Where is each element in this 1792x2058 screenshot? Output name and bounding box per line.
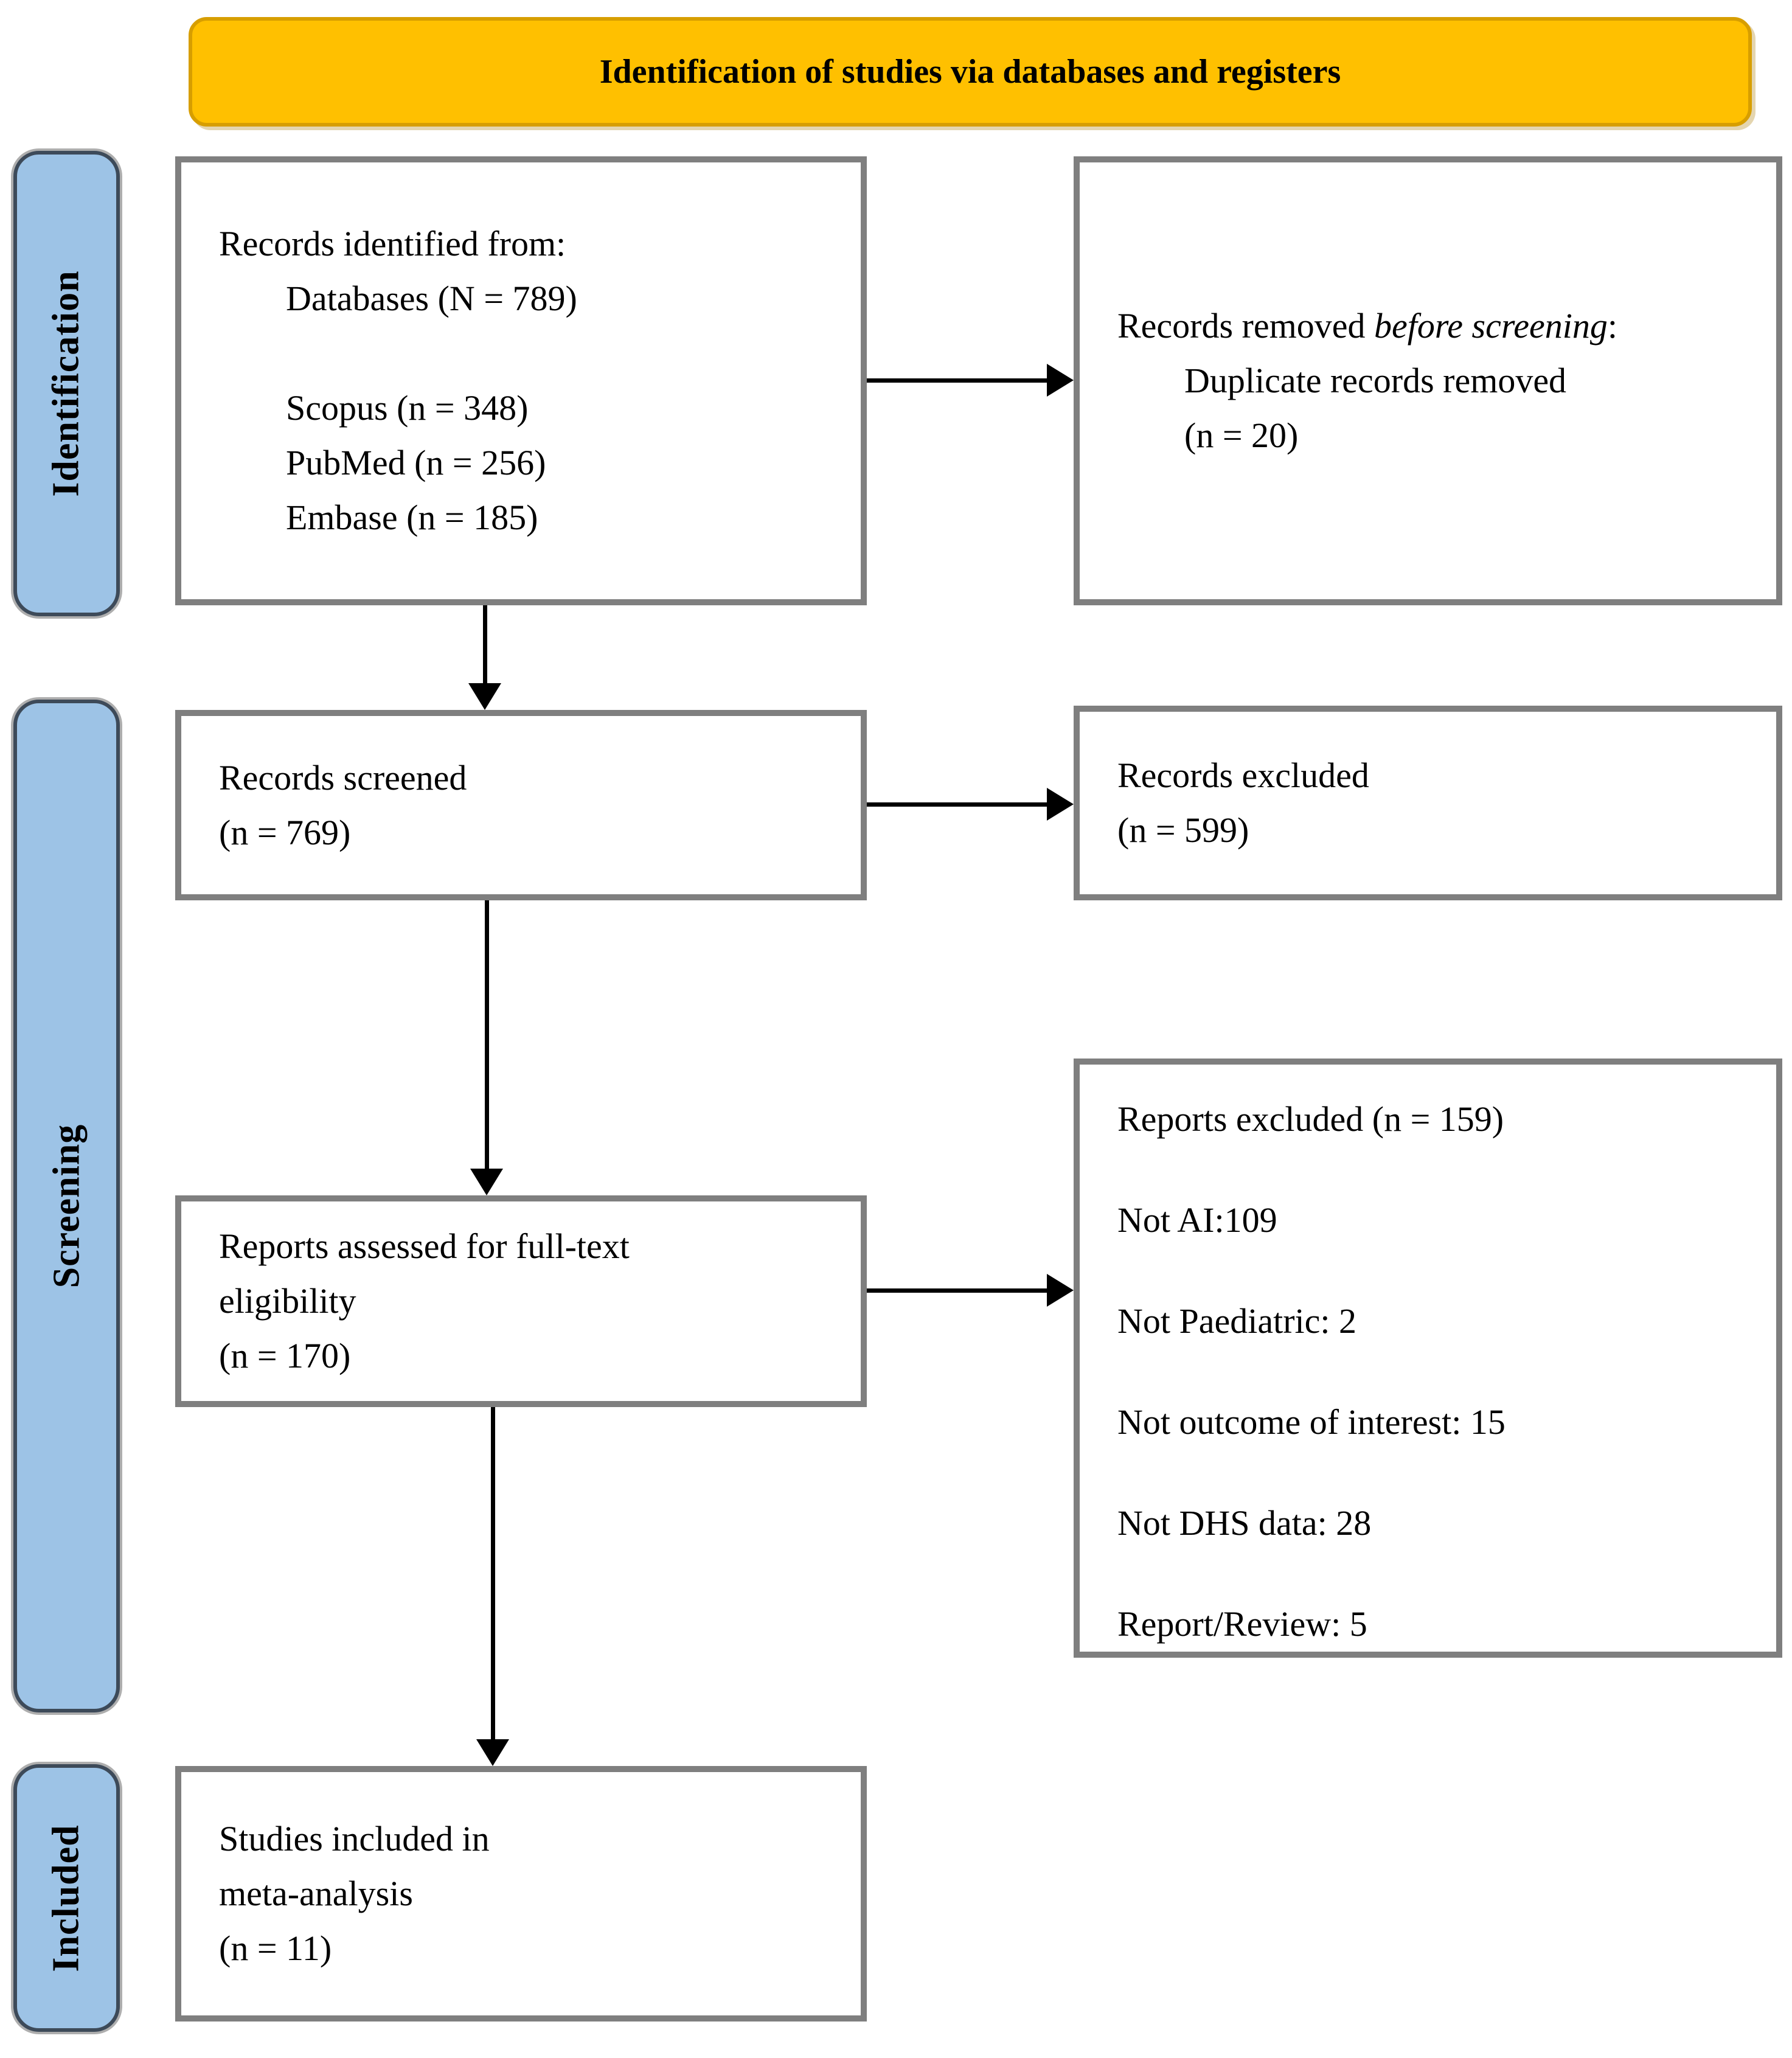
arrow-screened-to-assessed-head <box>470 1169 503 1195</box>
records-removed-line1: Records removed before screening: <box>1117 299 1764 353</box>
arrow-screened-to-excluded-head <box>1047 788 1074 821</box>
reports-excluded-title: Reports excluded (n = 159) <box>1117 1099 1504 1139</box>
arrow-identified-to-screened-head <box>468 683 501 710</box>
arrow-assessed-to-included-shaft <box>491 1407 495 1740</box>
records-removed-line1-italic: before screening <box>1374 306 1608 346</box>
reports-assessed-box: Reports assessed for full-text eligibili… <box>175 1195 867 1407</box>
arrow-assessed-to-included-head <box>476 1739 509 1766</box>
records-excluded-line1: Records excluded <box>1117 756 1369 795</box>
phase-label-screening: Screening <box>46 1124 87 1288</box>
records-identified-line5: Embase (n = 185) <box>286 498 538 537</box>
arrow-screened-to-excluded-shaft <box>867 802 1047 807</box>
spacer-line <box>219 326 849 381</box>
records-removed-box: Records removed before screening: Duplic… <box>1074 156 1782 605</box>
records-identified-line4: PubMed (n = 256) <box>286 443 546 482</box>
records-screened-line2: (n = 769) <box>219 812 351 852</box>
reports-excluded-box: Reports excluded (n = 159) Not AI:109 No… <box>1074 1059 1782 1658</box>
records-removed-line3: (n = 20) <box>1184 415 1299 455</box>
studies-included-box: Studies included in meta-analysis (n = 1… <box>175 1766 867 2021</box>
records-removed-line2: Duplicate records removed <box>1184 361 1567 400</box>
phase-label-identification: Identification <box>46 270 88 497</box>
arrow-assessed-to-excluded-head <box>1047 1274 1074 1307</box>
studies-included-line2: meta-analysis <box>219 1874 413 1913</box>
studies-included-line3: (n = 11) <box>219 1928 332 1968</box>
reports-assessed-line1: Reports assessed for full-text <box>219 1226 630 1266</box>
phase-label-included: Included <box>46 1824 88 1972</box>
records-removed-line1-colon: : <box>1607 306 1617 346</box>
records-screened-box: Records screened (n = 769) <box>175 710 867 900</box>
records-identified-line2: Databases (N = 789) <box>286 279 577 318</box>
records-excluded-box: Records excluded (n = 599) <box>1074 706 1782 900</box>
reports-excluded-item: Not AI:109 <box>1117 1200 1277 1240</box>
arrow-screened-to-assessed-shaft <box>485 900 489 1170</box>
reports-assessed-line3: (n = 170) <box>219 1336 351 1375</box>
phase-band-screening: Screening <box>13 700 120 1712</box>
arrow-identified-to-removed-head <box>1047 364 1074 397</box>
records-excluded-line2: (n = 599) <box>1117 810 1249 850</box>
studies-included-line1: Studies included in <box>219 1819 490 1858</box>
arrow-identified-to-removed-shaft <box>867 378 1047 383</box>
reports-assessed-line2: eligibility <box>219 1281 356 1321</box>
phase-band-included: Included <box>13 1764 120 2032</box>
reports-excluded-item: Report/Review: 5 <box>1117 1604 1367 1644</box>
records-identified-box: Records identified from: Databases (N = … <box>175 156 867 605</box>
phase-band-identification: Identification <box>13 151 120 616</box>
arrow-identified-to-screened-shaft <box>483 605 487 684</box>
reports-excluded-item: Not outcome of interest: 15 <box>1117 1402 1505 1442</box>
records-removed-line1-pre: Records removed <box>1117 306 1374 346</box>
reports-excluded-item: Not Paediatric: 2 <box>1117 1301 1357 1341</box>
arrow-assessed-to-excluded-shaft <box>867 1288 1047 1293</box>
records-screened-line1: Records screened <box>219 757 467 798</box>
diagram-title: Identification of studies via databases … <box>599 53 1341 91</box>
reports-excluded-item: Not DHS data: 28 <box>1117 1503 1372 1543</box>
diagram-title-banner: Identification of studies via databases … <box>189 17 1752 127</box>
records-identified-line1: Records identified from: <box>219 224 566 263</box>
records-identified-line3: Scopus (n = 348) <box>286 388 529 428</box>
